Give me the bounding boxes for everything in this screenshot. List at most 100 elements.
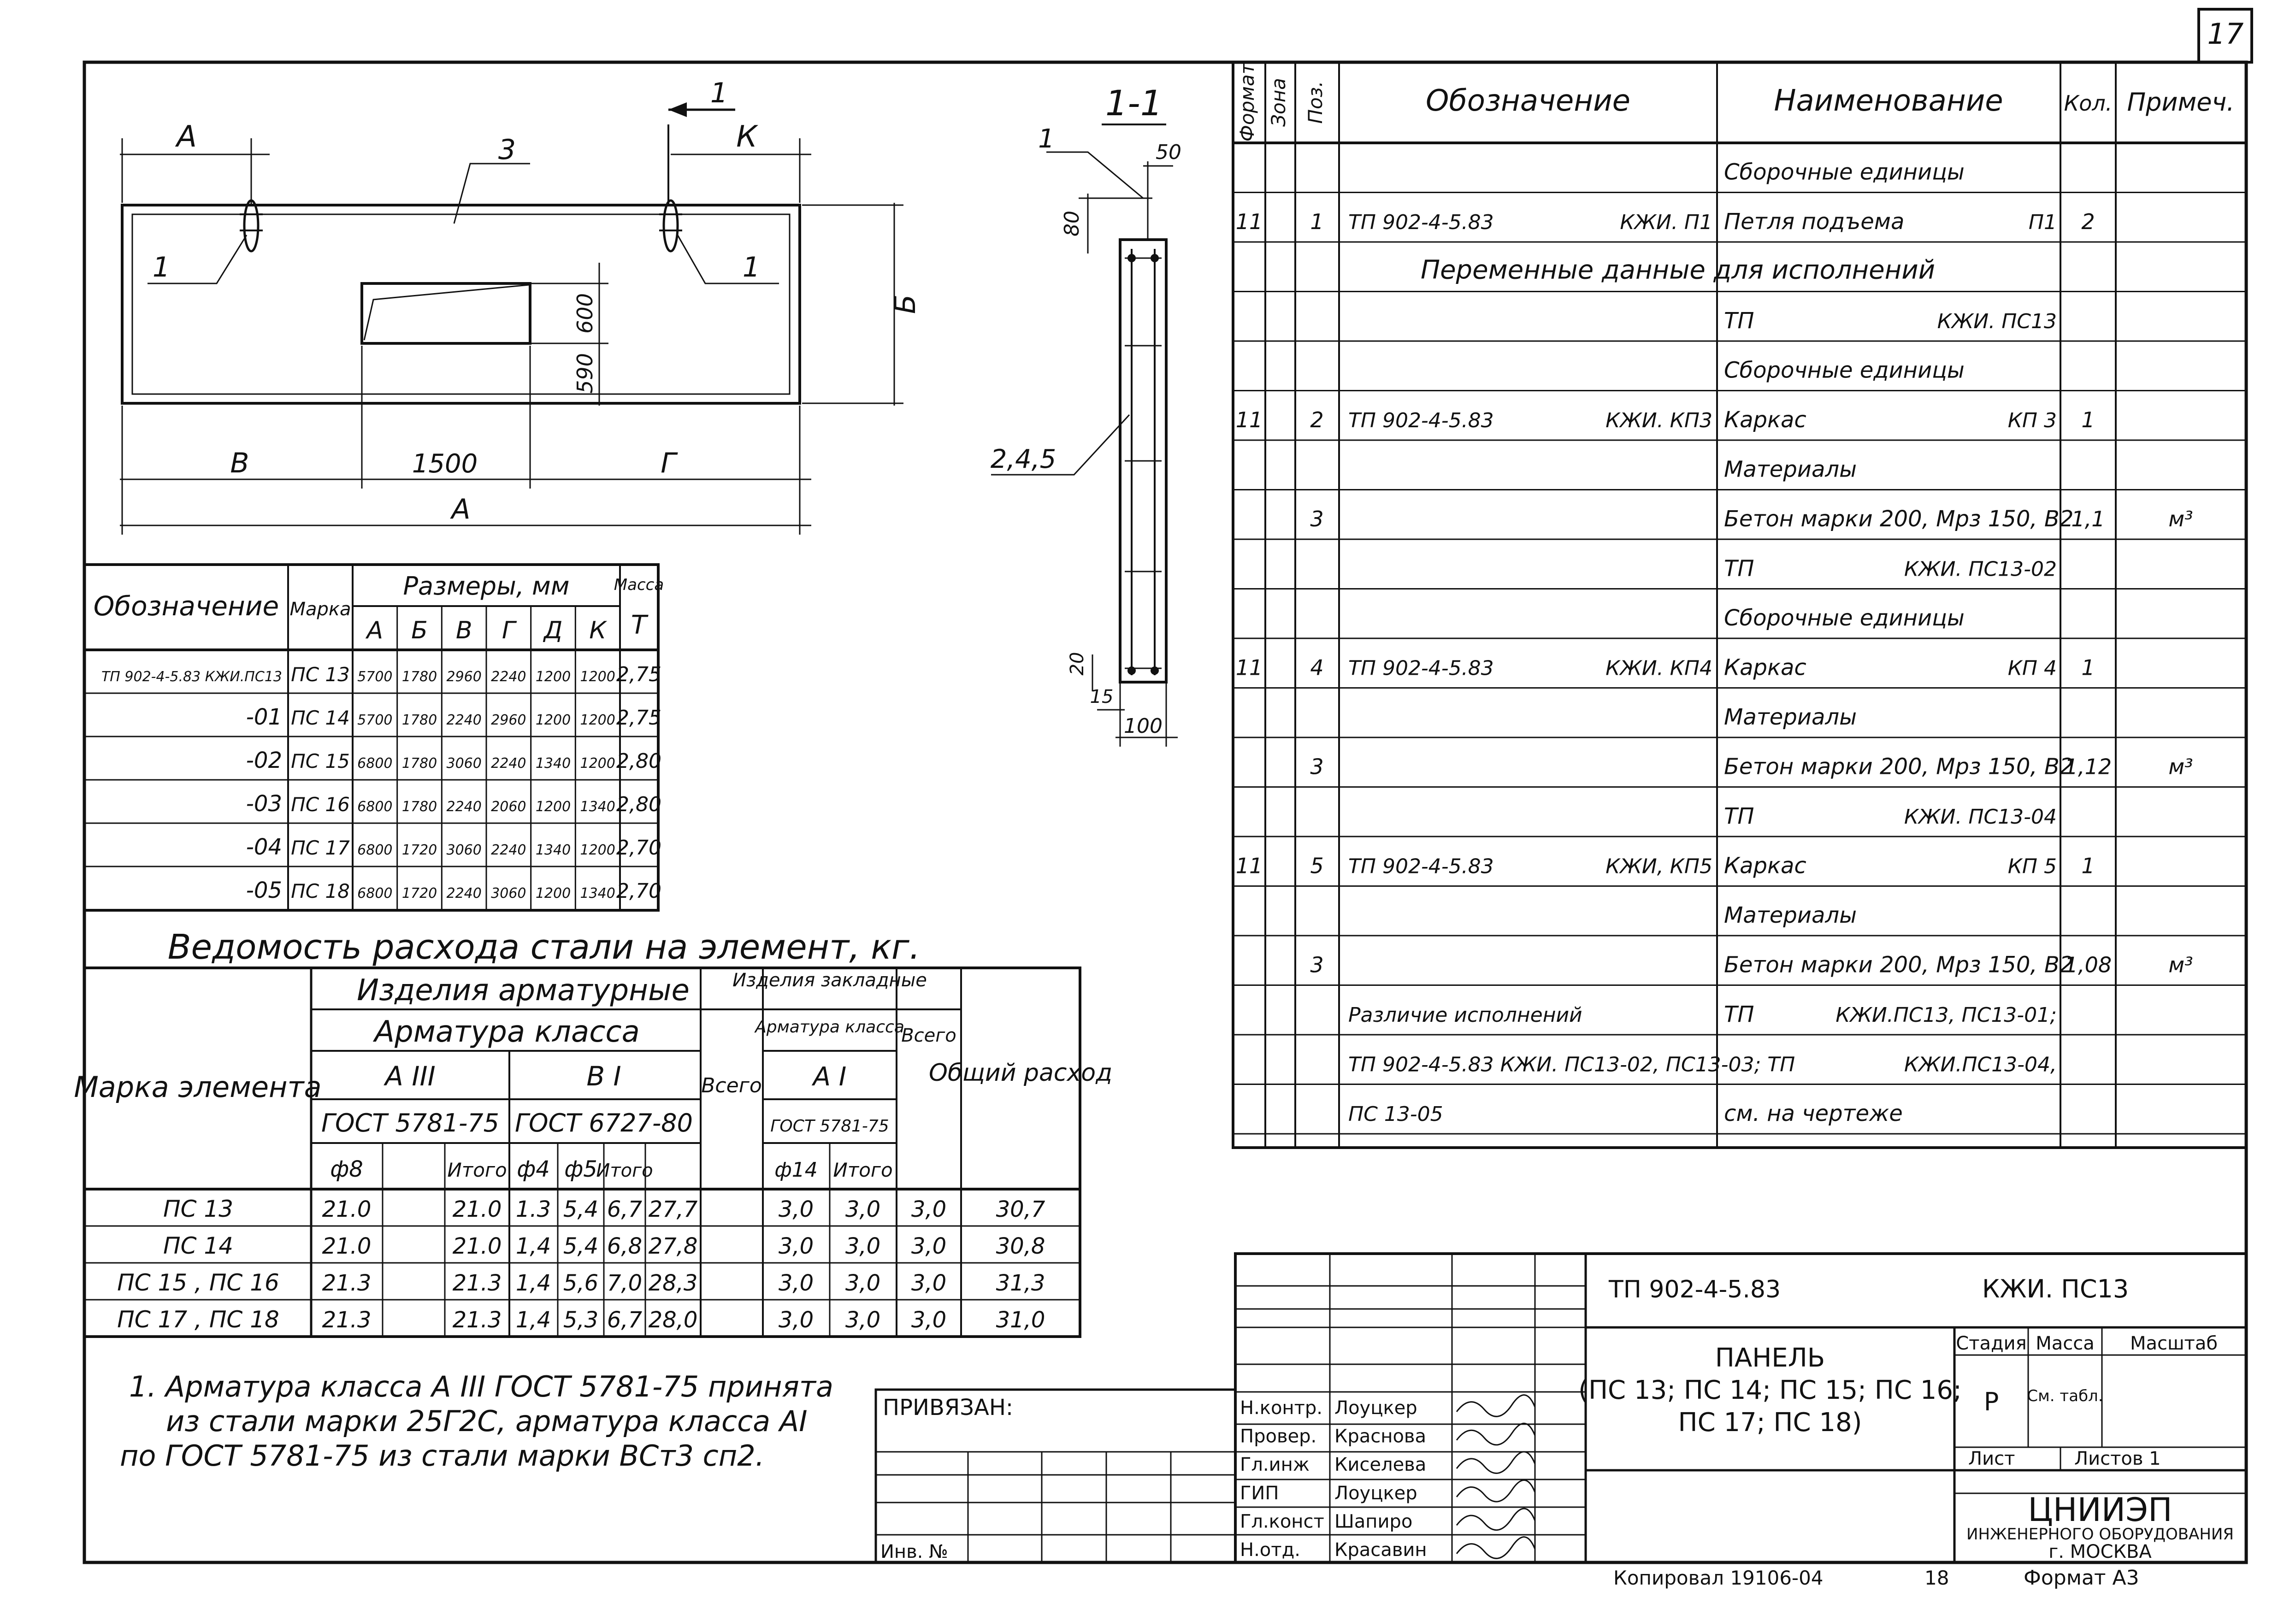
note-line: по ГОСТ 5781-75 из стали марки ВСт3 сп2. [120, 1439, 764, 1473]
sizes-cell-designation: -04 [246, 834, 282, 860]
spec-row: Сборочные единицы [1724, 605, 1965, 631]
title-line: (ПС 13; ПС 14; ПС 15; ПС 16; [1578, 1375, 1962, 1405]
steel-header-gost-a1: ГОСТ 5781-75 [770, 1117, 889, 1136]
steel-cell-value: 3,0 [845, 1196, 880, 1222]
sizes-cell-value: 6800 [357, 799, 392, 815]
spec-cell-qty: 1,08 [2065, 953, 2112, 978]
signature [1456, 1451, 1536, 1474]
spec-cell-qty: 1 [2081, 407, 2095, 432]
steel-header-mark: Марка элемента [74, 1070, 321, 1104]
title-sheets-label: Листов 1 [2074, 1448, 2161, 1469]
sizes-cell-value: 2240 [446, 712, 481, 728]
sizes-cell-mass: 2,70 [616, 836, 661, 860]
sizes-col-header: Б [411, 617, 428, 644]
sizes-cell-value: 1780 [402, 755, 437, 772]
signer-role: Н.отд. [1240, 1539, 1300, 1561]
steel-cell-value: 21.0 [453, 1233, 502, 1259]
title-product-name: ПАНЕЛЬ(ПС 13; ПС 14; ПС 15; ПС 16;ПС 17;… [1578, 1343, 1962, 1438]
spec-cell-mark: КЖИ. П1 [1620, 211, 1712, 234]
copy-number: 18 [1924, 1567, 1949, 1589]
sizes-cell-value: 6800 [357, 842, 392, 858]
spec-cell-name: см. на чертеже [1724, 1101, 1903, 1126]
format-label: Формат А3 [2024, 1566, 2139, 1590]
sheet-number: 17 [2207, 17, 2244, 51]
org-line: г. МОСКВА [2048, 1541, 2152, 1562]
spec-cell-designation: ТП 902-4-5.83 [1348, 211, 1494, 234]
spec-row: ТП КЖИ. ПС13-02 [1724, 556, 2057, 582]
spec-cell-name-code: КЖИ. ПС13-02 [1904, 558, 2057, 581]
sizes-cell-value: 6800 [357, 755, 392, 772]
org-line: ЦНИИЭП [2028, 1491, 2172, 1529]
spec-cell-name: ТП [1724, 556, 1754, 582]
sizes-cell-value: 2240 [491, 669, 526, 685]
sizes-header-mass: Масса [614, 576, 664, 594]
sizes-cell-value: 1720 [402, 885, 437, 902]
title-stage-label: Стадия [1956, 1333, 2026, 1354]
steel-cell-value: 21.0 [322, 1196, 372, 1222]
steel-cell-value: 5,4 [563, 1196, 598, 1222]
signer-row: Провер.Краснова [1240, 1422, 1536, 1447]
steel-cell-value: 21.3 [322, 1270, 372, 1296]
steel-consumption-table: Ведомость расхода стали на элемент, кг. … [74, 927, 1112, 1338]
signer-role: Провер. [1240, 1426, 1316, 1447]
specification-table: Формат Зона Поз. Обозначение Наименовани… [1232, 61, 2248, 1149]
sizes-cell-mark: ПС 18 [291, 880, 350, 902]
sizes-header-mark: Марка [289, 599, 351, 620]
steel-cell-value: 1,4 [516, 1270, 551, 1296]
spec-cell-designation: ТП 902-4-5.83 [1348, 409, 1494, 432]
spec-row: Материалы [1724, 902, 1857, 928]
section-pos-245: 2,4,5 [991, 444, 1057, 474]
lifting-loop-right [659, 199, 682, 253]
steel-cell-value: 3,0 [779, 1233, 814, 1259]
sizes-cell-value: 3060 [446, 755, 481, 772]
spec-cell-qty: 1,1 [2071, 507, 2105, 531]
dim-600: 600 [573, 293, 597, 334]
sizes-cell-mass: 2,75 [616, 663, 661, 686]
spec-cell-pos: 5 [1310, 854, 1323, 878]
steel-header-rebar-items: Изделия арматурные [357, 973, 690, 1008]
sizes-cell-value: 1200 [536, 712, 571, 728]
spec-header-name: Наименование [1774, 84, 2003, 118]
sizes-cell-designation: -05 [246, 878, 282, 903]
signer-name: Киселева [1334, 1454, 1426, 1475]
signature [1456, 1536, 1536, 1559]
steel-header-d8: ф8 [330, 1156, 363, 1182]
steel-cell-value: 3,0 [779, 1270, 814, 1296]
steel-header-gost-a3: ГОСТ 5781-75 [321, 1108, 499, 1137]
title-privyazan: ПРИВЯЗАН: [883, 1395, 1013, 1420]
sizes-cell-value: 2960 [491, 712, 526, 728]
sizes-cell-value: 6800 [357, 885, 392, 902]
sizes-cell-mark: ПС 14 [291, 707, 350, 729]
sizes-cell-value: 1200 [580, 842, 615, 858]
sizes-cell-designation: -03 [246, 791, 282, 817]
steel-cell-mark: ПС 14 [163, 1232, 233, 1259]
steel-header-b1: В I [586, 1061, 621, 1092]
spec-cell-pos: 3 [1310, 953, 1323, 978]
copy-line: Копировал 19106-04 [1613, 1567, 1824, 1589]
dim-label-k: К [736, 120, 758, 154]
sizes-cell-value: 1340 [580, 885, 615, 902]
spec-cell-pos: 3 [1310, 754, 1323, 779]
spec-cell-name: Бетон марки 200, Мрз 150, В2 [1724, 754, 2073, 780]
dim-label-g: Г [661, 447, 678, 479]
spec-cell-name-code: КЖИ.ПС13-04, [1904, 1053, 2057, 1077]
signer-name: Лоуцкер [1334, 1483, 1417, 1504]
spec-row: Материалы [1724, 457, 1857, 483]
signature [1456, 1508, 1536, 1531]
title-stage: Р [1984, 1387, 1999, 1416]
spec-cell-format: 11 [1236, 209, 1263, 234]
steel-table-title: Ведомость расхода стали на элемент, кг. [168, 927, 921, 967]
section-title: 1-1 [1105, 83, 1163, 124]
spec-cell-name-code: КП 4 [2008, 657, 2057, 680]
spec-cell-format: 11 [1236, 655, 1263, 680]
sizes-cell-value: 1340 [536, 842, 571, 858]
